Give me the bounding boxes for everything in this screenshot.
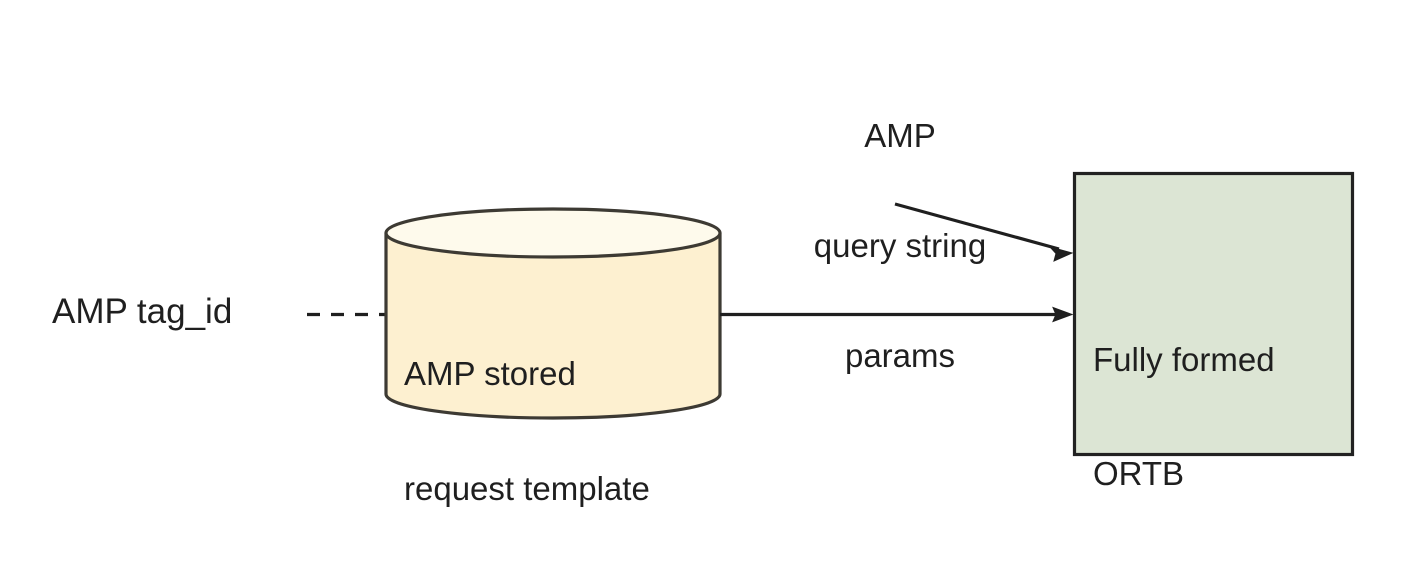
node-amp-stored-request-template[interactable] [384,207,722,420]
diagram-shapes-layer [307,171,1355,457]
box-label-line-2: ORTB [1093,455,1185,492]
cylinder-label-line-1: AMP stored [404,355,576,392]
cylinder-label-line-2: request template [404,470,650,507]
diagram-canvas: AMP tag_id AMP query string params AMP s… [52,48,1355,507]
annotation-line-2: query string [813,227,987,264]
annotation-line-3: params [844,337,956,374]
annotation-amp-query-string-params: AMP query string params [760,48,1040,444]
connector-queryparams-to-ortb [894,202,1074,262]
label-fully-formed-ortb: Fully formed ORTB [1093,270,1275,564]
node-fully-formed-ortb[interactable] [1072,171,1355,457]
box-label-line-1: Fully formed [1093,341,1275,378]
connector-cylinder-to-ortb [720,306,1074,323]
label-amp-tag-id: AMP tag_id [52,292,233,331]
annotation-line-1: AMP [864,117,936,154]
label-amp-stored-request-template: AMP stored request template [404,283,650,579]
